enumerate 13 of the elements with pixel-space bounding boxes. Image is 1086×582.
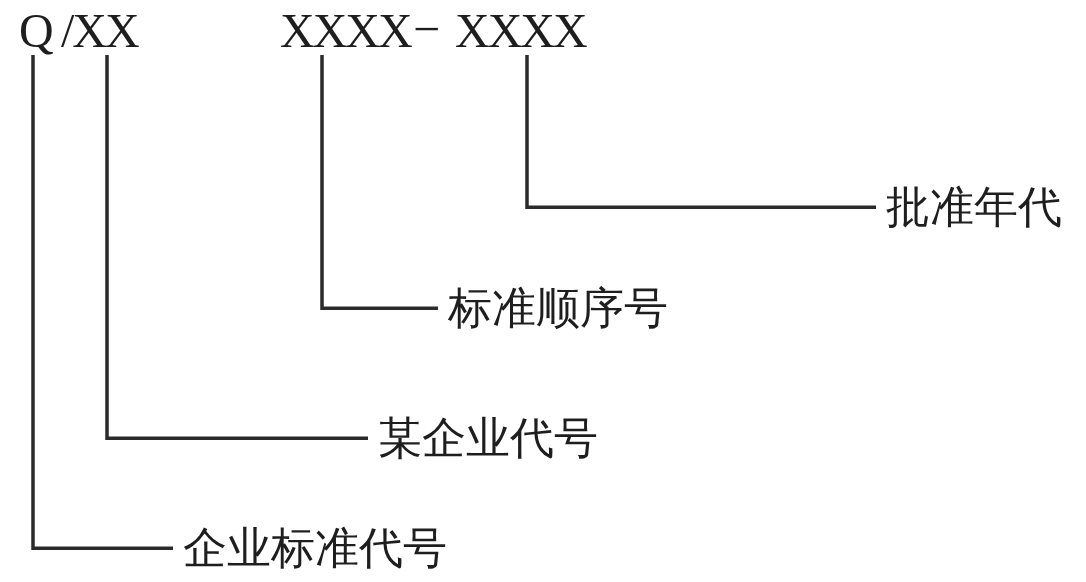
callout-label: 企业标准代号 xyxy=(173,524,447,573)
callout-label: 标准顺序号 xyxy=(438,284,668,333)
callout-label: 批准年代 xyxy=(876,183,1062,232)
code-text: XXXX xyxy=(455,7,586,55)
leader-line xyxy=(525,55,876,209)
hyphen: − xyxy=(413,5,441,53)
leader-line xyxy=(105,55,368,440)
callout-label: 某企业代号 xyxy=(368,414,598,463)
code-text: XXXX xyxy=(280,7,411,55)
leader-line xyxy=(31,55,173,550)
code-text: Q xyxy=(19,7,52,55)
leader-line xyxy=(320,55,438,310)
code-text: /XX xyxy=(61,7,138,55)
